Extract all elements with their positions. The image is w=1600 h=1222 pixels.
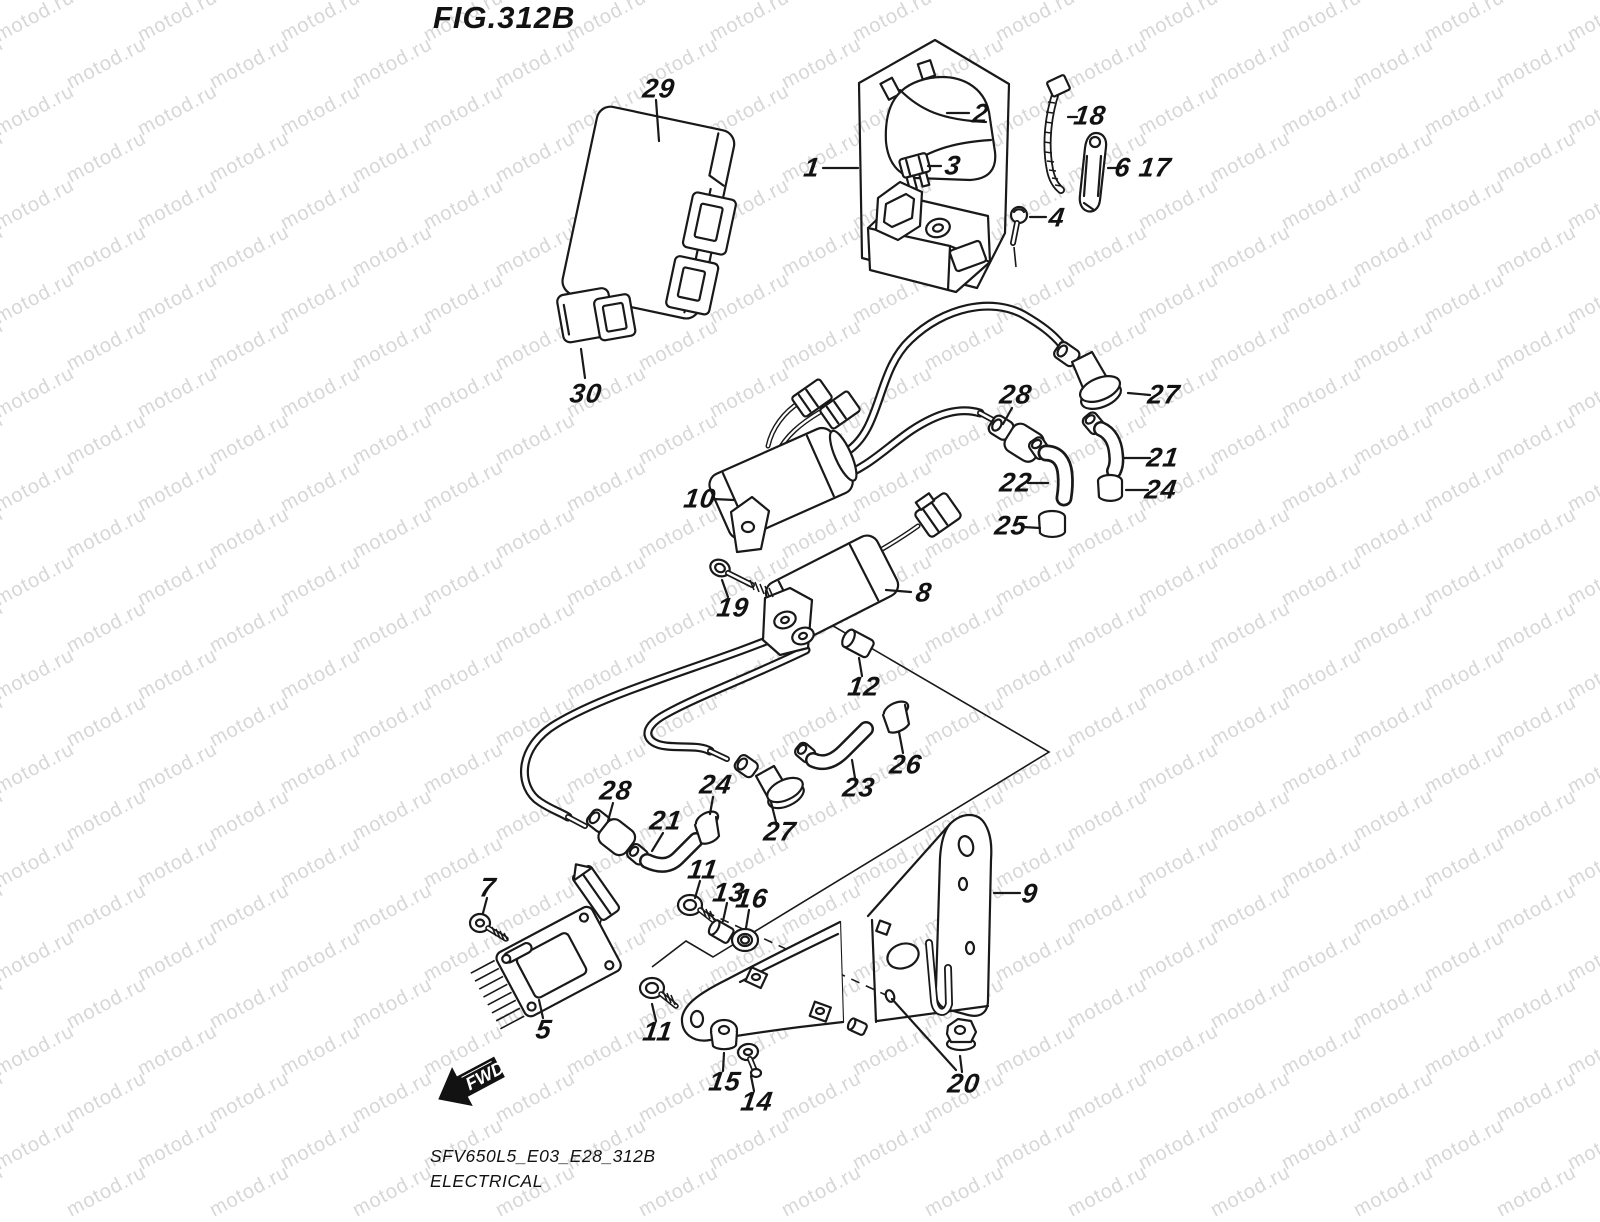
part-label-9: 9: [1020, 879, 1040, 910]
part-label-15: 15: [707, 1067, 743, 1098]
part-label-8: 8: [914, 578, 934, 609]
part-label-10: 10: [682, 484, 718, 515]
part-label-27: 27: [762, 817, 798, 848]
part-label-21: 21: [648, 806, 684, 837]
part-label-20: 20: [946, 1069, 982, 1100]
part-label-2: 2: [971, 99, 991, 130]
part-label-24: 24: [1143, 475, 1179, 506]
part-label-26: 26: [888, 750, 924, 781]
part-label-25: 25: [993, 511, 1029, 542]
part-label-28: 28: [998, 380, 1034, 411]
part-label-22: 22: [998, 468, 1034, 499]
part-label-16: 16: [734, 884, 770, 915]
figure-subtitle: ELECTRICAL: [430, 1169, 656, 1194]
part-label-18: 18: [1072, 101, 1108, 132]
part-label-19: 19: [715, 593, 751, 624]
figure-code: SFV650L5_E03_E28_312B: [430, 1144, 656, 1169]
part-label-7: 7: [478, 873, 498, 904]
part-label-1: 1: [802, 153, 822, 184]
part-label-29: 29: [641, 74, 677, 105]
part-label-5: 5: [534, 1015, 554, 1046]
part-label-28: 28: [598, 776, 634, 807]
part-label-6-17: 6 17: [1113, 153, 1174, 184]
figure-caption: SFV650L5_E03_E28_312B ELECTRICAL: [430, 1144, 656, 1194]
figure-title: FIG.312B: [433, 0, 575, 36]
part-label-27: 27: [1146, 380, 1182, 411]
part-label-11: 11: [641, 1017, 675, 1048]
part-label-3: 3: [943, 151, 963, 182]
part-label-23: 23: [841, 773, 877, 804]
part-label-30: 30: [568, 379, 604, 410]
part-label-12: 12: [846, 672, 882, 703]
part-label-24: 24: [698, 770, 734, 801]
part-label-14: 14: [739, 1087, 775, 1118]
part-label-4: 4: [1047, 203, 1067, 234]
part-label-21: 21: [1145, 443, 1181, 474]
